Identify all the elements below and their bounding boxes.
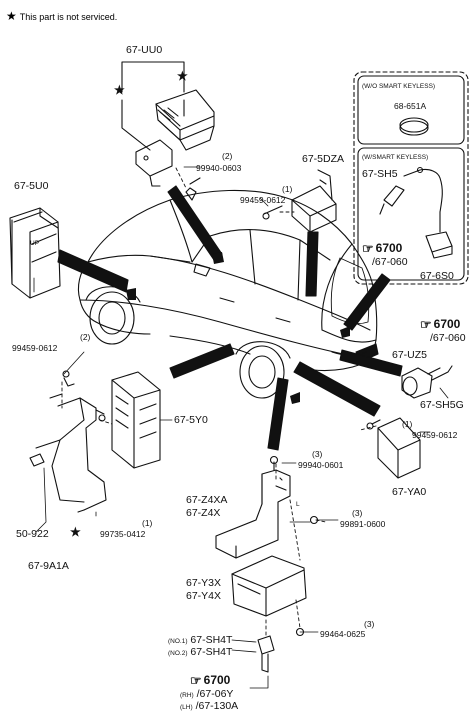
star-marker: ★: [114, 83, 125, 97]
qty-99940-0603: (2): [222, 151, 233, 161]
qty-99735-0412: (1): [142, 518, 153, 528]
keyless-inset: [353, 71, 469, 285]
label-68-651a: 68-651A: [394, 101, 427, 111]
no1-tag: (NO.1): [168, 638, 188, 645]
label-67-5u0: 67-5U0: [14, 180, 49, 192]
note-not-serviced: ★This part is not serviced.: [6, 9, 117, 23]
star-marker: ★: [70, 525, 81, 539]
qty-99464-0625: (3): [364, 619, 375, 629]
bracket-67-z4xa: [215, 455, 291, 559]
note-text: This part is not serviced.: [19, 12, 118, 22]
label-99735-0412: 99735-0412: [100, 529, 146, 539]
bracket-67-9a1a: [29, 370, 107, 513]
pointing-hand-icon: ☜: [420, 317, 432, 332]
connector-67-sh4t: [257, 627, 305, 673]
label-leaders: [33, 166, 449, 689]
qty-99891-0600: (3): [352, 508, 363, 518]
module-67-uu0: [121, 61, 215, 201]
module-67-5y0: [95, 371, 161, 469]
label-99940-0603: 99940-0603: [196, 163, 242, 173]
label-67-sh5: 67-SH5: [362, 168, 398, 180]
location-pointers: [57, 185, 403, 451]
inset-wo-label: (W/O SMART KEYLESS): [362, 83, 436, 90]
ref-67-06y[interactable]: (RH) /67-06Y: [180, 688, 233, 702]
label-67-z4xa: 67-Z4XA: [186, 494, 228, 506]
ref-67-060-inset[interactable]: /67-060: [372, 256, 408, 268]
ref-6700-inset[interactable]: ☜6700: [362, 241, 403, 256]
label-67-sh4t-no1: (NO.1) 67-SH4T: [168, 634, 232, 648]
label-99891-0600: 99891-0600: [340, 519, 386, 529]
no2-tag: (NO.2): [168, 650, 188, 657]
label-99459-0612-left: 99459-0612: [12, 343, 58, 353]
rh-tag: (RH): [180, 692, 194, 699]
label-67-sh5g: 67-SH5G: [420, 399, 464, 411]
label-99464-0625: 99464-0625: [320, 629, 366, 639]
label-67-ya0: 67-YA0: [392, 486, 427, 498]
label-67-z4x: 67-Z4X: [186, 507, 221, 519]
sensor-67-y3x: [231, 515, 319, 617]
antenna-67-uz5: [401, 365, 453, 399]
label-67-y4x: 67-Y4X: [186, 590, 222, 602]
ref-6700-inset-text: 6700: [375, 241, 403, 255]
ref-67-060-right[interactable]: /67-060: [430, 332, 466, 344]
pointing-hand-icon: ☜: [362, 241, 374, 256]
ref-67-130a[interactable]: (LH) /67-130A: [180, 700, 238, 714]
qty-99940-0601: (3): [312, 449, 323, 459]
star-icon: ★: [6, 9, 17, 23]
module-67-5u0: [9, 207, 61, 299]
ref-67-130a-text: /67-130A: [195, 700, 239, 712]
label-67-6s0: 67-6S0: [420, 270, 454, 282]
label-67-uz5: 67-UZ5: [392, 349, 428, 361]
l-mark: L: [296, 501, 300, 508]
inset-w-label: (W/SMART KEYLESS): [362, 154, 429, 161]
label-67-y3x: 67-Y3X: [186, 577, 222, 589]
label-99940-0601: 99940-0601: [298, 460, 344, 470]
module-67-ya0: [366, 417, 421, 479]
label-67-9a1a: 67-9A1A: [28, 560, 69, 572]
up-mark: UP: [30, 240, 40, 247]
leader-lines: [61, 167, 377, 639]
ref-6700-bottom[interactable]: ☜6700: [190, 673, 231, 688]
lh-tag: (LH): [180, 704, 193, 711]
ref-6700-bottom-text: 6700: [203, 673, 231, 687]
qty-99459-0612-right: (1): [402, 419, 413, 429]
ref-6700-right[interactable]: ☜6700: [420, 317, 461, 332]
label-67-sh4t-2: 67-SH4T: [190, 646, 233, 658]
qty-99459-0612-top: (1): [282, 184, 293, 194]
label-67-5y0: 67-5Y0: [174, 414, 208, 426]
label-99459-0612-right: 99459-0612: [412, 430, 458, 440]
label-67-5dza: 67-5DZA: [302, 153, 345, 165]
pointing-hand-icon: ☜: [190, 673, 202, 688]
label-50-922: 50-922: [16, 528, 49, 540]
label-67-sh4t-1: 67-SH4T: [190, 634, 233, 646]
module-67-5dza: [262, 169, 337, 233]
label-67-uu0: 67-UU0: [126, 44, 163, 56]
qty-99459-0612-left: (2): [80, 332, 91, 342]
label-67-sh4t-no2: (NO.2) 67-SH4T: [168, 646, 232, 660]
label-99459-0612-top: 99459-0612: [240, 195, 286, 205]
ref-6700-right-text: 6700: [433, 317, 461, 331]
ref-67-06y-text: /67-06Y: [196, 688, 234, 700]
star-marker: ★: [177, 69, 188, 83]
